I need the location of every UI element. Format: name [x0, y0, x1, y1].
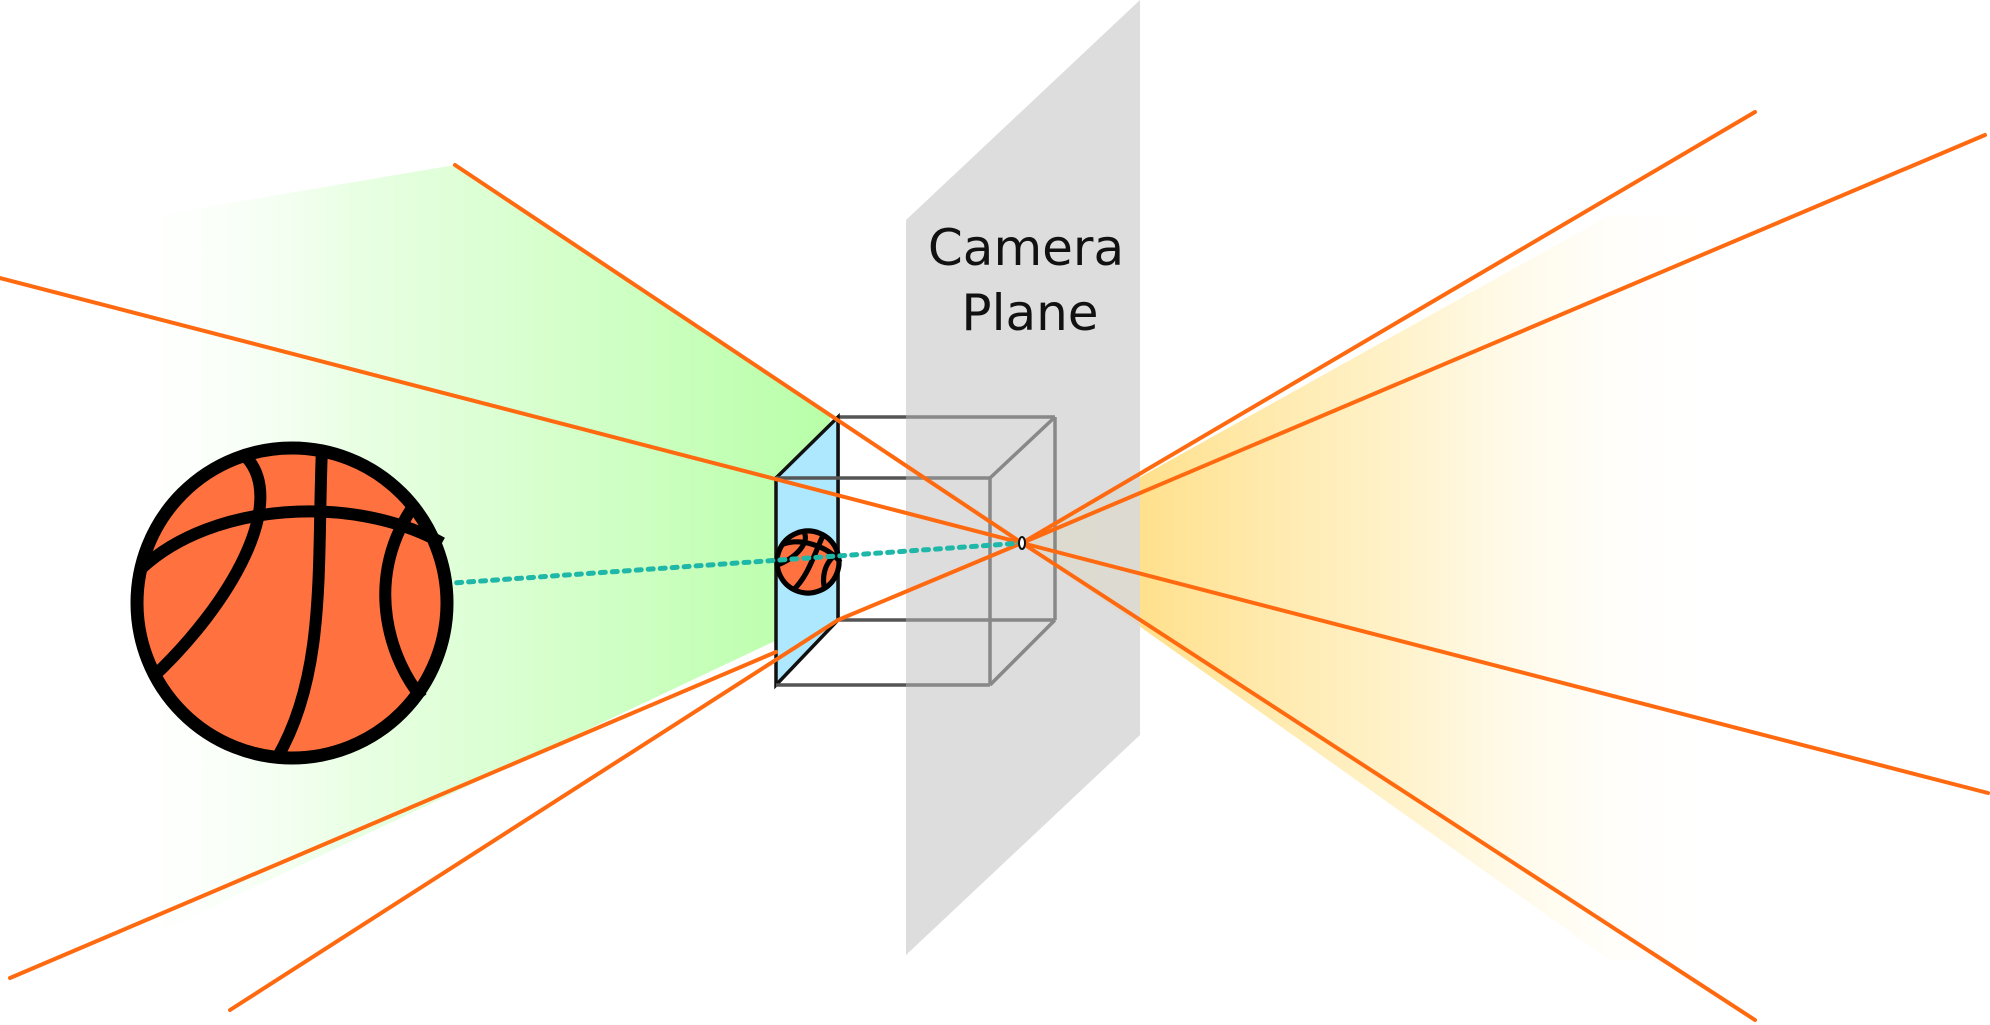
camera-plane-label-line1: Camera [928, 219, 1124, 277]
camera-plane [906, 0, 1140, 955]
camera-plane-label-line2: Plane [961, 284, 1098, 342]
ray-bottom-left-outer [8, 650, 778, 980]
ray-top-left-inner [453, 163, 1024, 545]
ray-top-right-1 [1020, 110, 1757, 545]
projected-basketball-icon [774, 528, 843, 596]
projection-rays [0, 110, 1990, 1022]
pinhole [1018, 536, 1026, 550]
ray-bottom-left-inner [228, 618, 840, 1012]
ray-bottom-right-2 [1020, 541, 1757, 1022]
image-cone [1022, 215, 1720, 960]
ray-bottom-left-inner-cont [836, 541, 1024, 622]
camera-box-front-edges [906, 415, 1057, 687]
ray-top-left-outer [0, 276, 1024, 545]
optical-axis [322, 540, 1025, 595]
ray-top-right-2 [1020, 133, 1987, 545]
ray-bottom-right-1 [1020, 541, 1990, 795]
basketball-icon [130, 441, 454, 765]
